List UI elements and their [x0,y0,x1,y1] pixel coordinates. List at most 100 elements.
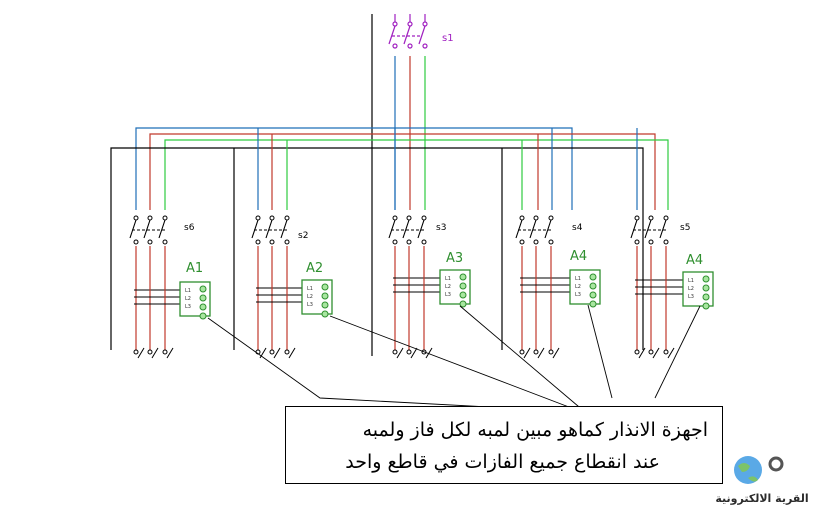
switch-contact [392,239,398,245]
terminal-label: L3 [307,302,313,308]
wiring [110,14,669,356]
alarm-lamp-icon [321,310,329,318]
switch-label: s6 [184,223,195,233]
bottom-contact [284,349,290,355]
alarm-lamp-icon [459,291,467,299]
module-label: A4 [686,253,703,268]
gear-icon [768,456,784,472]
switch-blade [644,219,652,239]
switch-blade [280,219,288,239]
terminal-label: L2 [575,284,581,290]
bottom-contact [392,349,398,355]
red-bus [149,133,656,210]
switch-contact [133,215,139,221]
bottom-mark [523,347,531,359]
bottom-mark [552,347,560,359]
pointer-lines [207,304,701,413]
switch-label: s3 [436,223,446,233]
switch-blade [515,219,523,239]
globe-icon [734,456,762,484]
terminal-label: L1 [307,286,313,292]
bottom-mark [288,347,296,359]
switch-contact [392,215,398,221]
alarm-lamp-icon [459,300,467,308]
bottom-contact [663,349,669,355]
switch-contact [147,239,153,245]
bottom-contact [519,349,525,355]
switch-blade [143,219,151,239]
switch-contact [421,215,427,221]
alarm-lamp-icon [589,291,597,299]
switch-contact [133,239,139,245]
bottom-mark [652,347,660,359]
bottom-mark [638,347,646,359]
terminal-label: L1 [185,288,191,294]
bottom-mark [273,347,281,359]
switch-blade [402,219,410,239]
blue-bus [135,127,573,210]
bottom-mark [166,347,174,359]
green-bus [164,139,669,210]
alarm-lamp-icon [459,282,467,290]
alarm-lamp-icon [199,294,207,302]
switch-label: s4 [572,223,583,233]
bottom-mark [425,347,433,359]
switch-blade [388,219,396,239]
switch-contact [533,215,539,221]
switch-blade [158,219,166,239]
switch-label: s2 [298,231,308,241]
switch-contact [634,215,640,221]
switch-contact [255,215,261,221]
alarm-lamp-icon [702,275,710,283]
bottom-contact [406,349,412,355]
switch-blade [529,219,537,239]
alarm-lamp-icon [459,273,467,281]
alarm-lamp-icon [702,284,710,292]
bottom-mark [396,347,404,359]
units-layer: s6A1L1L2L3s2A2L1L2L3s3A3L1L2L3s4A4L1L2L3… [129,215,714,359]
switch-contact [533,239,539,245]
switch-label: s5 [680,223,690,233]
bottom-contact [133,349,139,355]
switch-contact [519,239,525,245]
main-switch [388,14,428,49]
terminal-label: L2 [185,296,191,302]
switch-contact [548,215,554,221]
main-switch-label: s1 [442,33,454,44]
terminal-label: L3 [445,292,451,298]
bottom-mark [537,347,545,359]
switch-blade [659,219,667,239]
switch-contact [162,239,168,245]
switch-contact [663,215,669,221]
alarm-lamp-icon [199,285,207,293]
module-label: A3 [446,251,463,266]
bottom-contact [548,349,554,355]
switch-blade [251,219,259,239]
switch-contact [269,215,275,221]
alarm-lamp-icon [321,292,329,300]
alarm-lamp-icon [702,293,710,301]
alarm-lamp-icon [199,303,207,311]
neutral-bus [110,147,644,350]
switch-contact [284,215,290,221]
bottom-contact [533,349,539,355]
alarm-lamp-icon [589,273,597,281]
switch-blade [544,219,552,239]
terminal-label: L2 [688,286,694,292]
switch-blade [630,219,638,239]
bottom-mark [137,347,145,359]
switch-blade [417,219,425,239]
switch-contact [162,215,168,221]
alarm-lamp-icon [321,301,329,309]
switch-contact [255,239,261,245]
note-box: اجهزة الانذار كماهو مبين لمبه لكل فاز ول… [285,406,723,484]
bottom-contact [269,349,275,355]
logo-text: القرية الالكترونية [715,492,809,505]
switch-contact [269,239,275,245]
switch-contact [147,215,153,221]
switch-contact [548,239,554,245]
